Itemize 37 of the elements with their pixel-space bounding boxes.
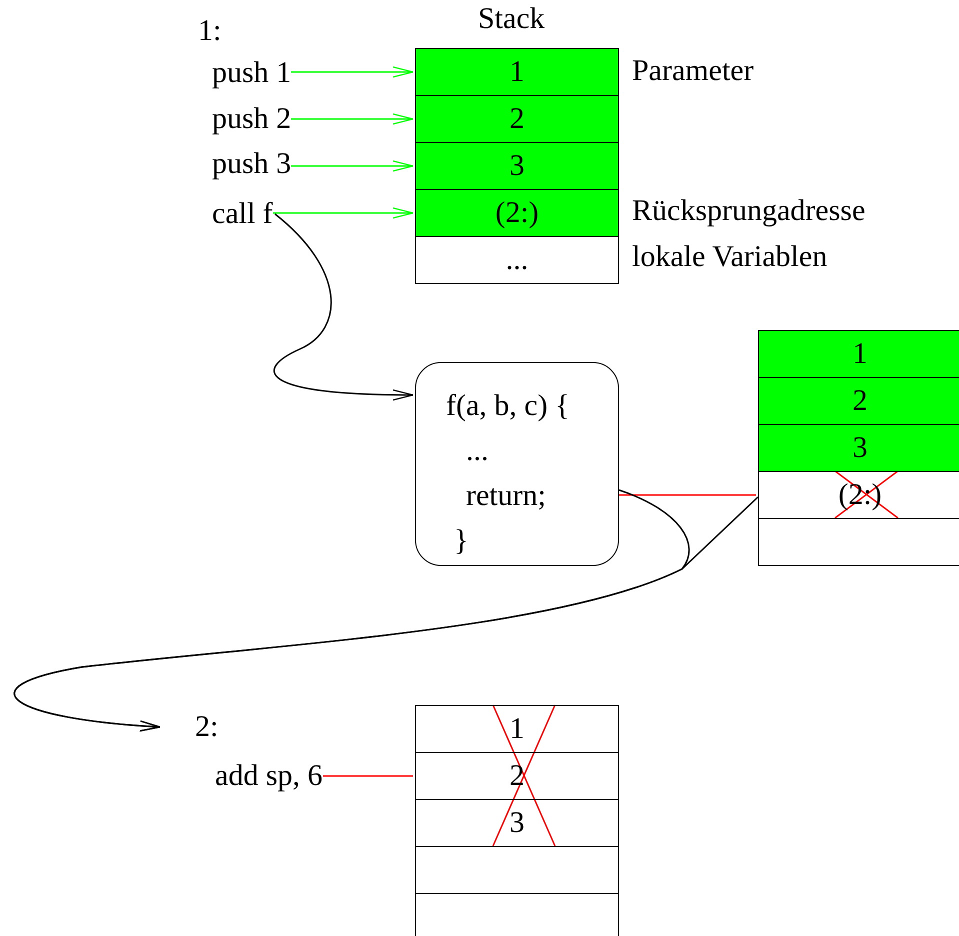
annotation: Parameter xyxy=(632,56,754,86)
stack-heading: Stack xyxy=(478,4,545,34)
stack-slot xyxy=(758,518,959,566)
annotation: Rücksprungadresse xyxy=(632,196,866,226)
stack-slot xyxy=(415,846,619,894)
stack-slot: 3 xyxy=(415,142,619,190)
stack-slot: 2 xyxy=(758,377,959,425)
code-line: return; xyxy=(466,481,546,511)
arrow xyxy=(291,160,414,172)
code-line: } xyxy=(454,526,468,556)
stack-slot: 1 xyxy=(415,705,619,753)
arrow xyxy=(273,213,414,400)
instruction-text: 2: xyxy=(195,712,218,742)
instruction-text: push 2 xyxy=(212,104,292,134)
arrow xyxy=(273,207,414,219)
arrow xyxy=(291,66,414,78)
instruction-text: push 1 xyxy=(212,58,292,88)
connector-line xyxy=(619,494,756,496)
code-line: ... xyxy=(466,436,488,466)
step-label: 1: xyxy=(198,16,222,46)
stack-slot: 3 xyxy=(758,424,959,472)
stack-slot: ... xyxy=(415,236,619,284)
stack-slot: 2 xyxy=(415,752,619,800)
arrow xyxy=(291,113,414,125)
code-line: f(a, b, c) { xyxy=(446,391,570,421)
instruction-text: push 3 xyxy=(212,149,292,179)
stack-slot: 3 xyxy=(415,799,619,847)
instruction-text: call f xyxy=(212,199,273,229)
annotation: lokale Variablen xyxy=(632,242,828,272)
stack-slot: 2 xyxy=(415,95,619,143)
connector-line xyxy=(323,775,413,777)
stack-slot: 1 xyxy=(758,330,959,378)
stack-slot xyxy=(415,893,619,936)
stack-slot: (2:) xyxy=(415,189,619,237)
instruction-text: add sp, 6 xyxy=(215,761,322,791)
stack-slot: 1 xyxy=(415,48,619,96)
function-box xyxy=(415,362,619,566)
